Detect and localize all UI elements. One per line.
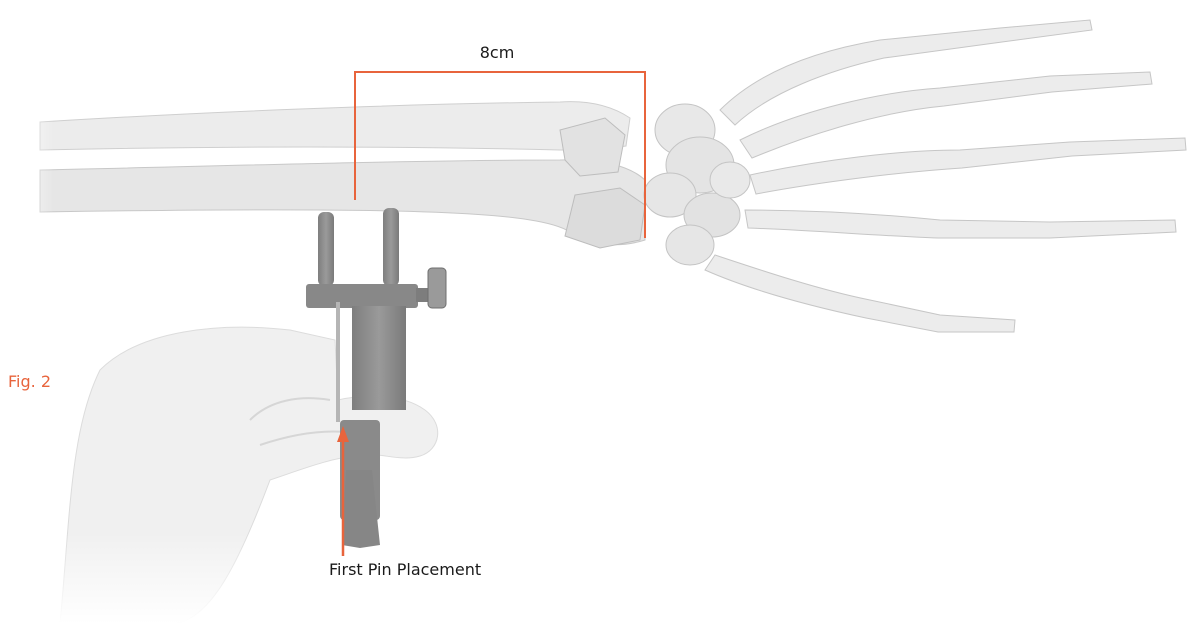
measurement-label: 8cm	[472, 43, 522, 63]
finger-ring	[750, 138, 1186, 194]
finger-bones	[705, 20, 1186, 332]
guide-pin	[336, 302, 340, 422]
device-crossbar	[306, 284, 418, 308]
device-body	[352, 306, 406, 410]
radius-styloid	[565, 188, 645, 248]
carpal-bones	[644, 104, 750, 265]
device-knob	[428, 268, 446, 308]
device-post-left	[318, 212, 334, 286]
callout-label: First Pin Placement	[329, 560, 481, 580]
device-post-right	[383, 208, 399, 286]
figure-label: Fig. 2	[8, 372, 51, 392]
thumb	[705, 255, 1015, 332]
finger-little	[745, 210, 1176, 238]
